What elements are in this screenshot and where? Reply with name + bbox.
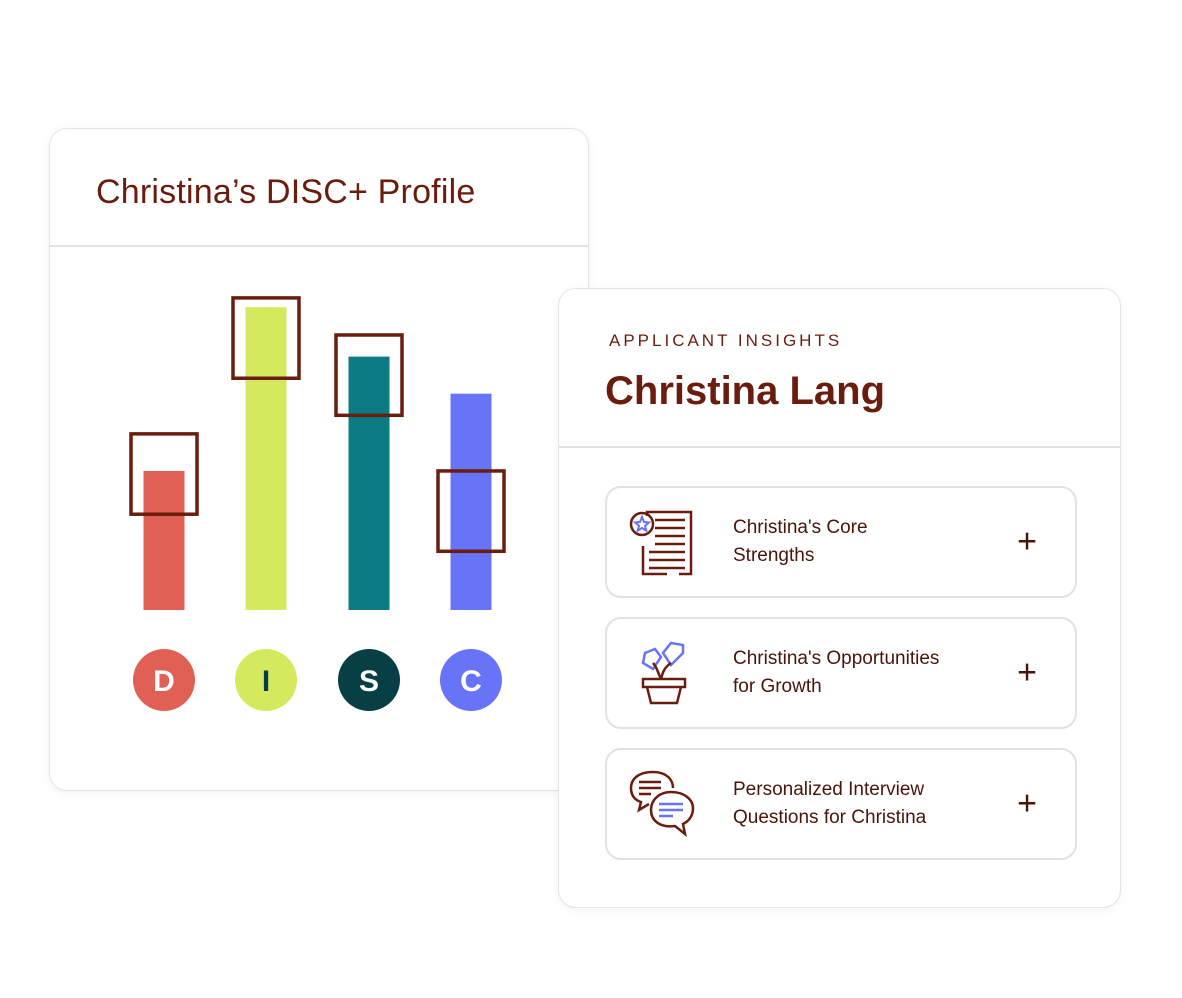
tick-label-S: S — [359, 665, 379, 698]
label-line: Questions for Christina — [733, 807, 927, 828]
label-line: Strengths — [733, 545, 815, 566]
potted-plant-icon — [641, 641, 687, 705]
category-badge-D — [133, 649, 195, 711]
range-marker-C — [436, 469, 506, 554]
category-badge-S — [338, 649, 400, 711]
bar-S — [348, 356, 390, 610]
tick-label-I: I — [262, 665, 270, 698]
document-star-icon — [629, 510, 693, 576]
opportunities-growth-label: Christina's Opportunities for Growth — [733, 645, 1003, 701]
expand-plus-icon[interactable]: + — [1017, 784, 1037, 823]
chat-bubbles-icon — [629, 770, 695, 838]
range-marker-D — [129, 432, 199, 516]
bar-C — [450, 393, 492, 610]
bar-D — [143, 470, 185, 610]
label-line: Christina's Opportunities — [733, 648, 940, 669]
tick-label-C: C — [460, 665, 482, 698]
disc-profile-title: Christina’s DISC+ Profile — [96, 173, 476, 211]
applicant-name: Christina Lang — [605, 369, 886, 413]
category-badge-I — [235, 649, 297, 711]
disc-profile-card: Christina’s DISC+ Profile D I S C — [49, 128, 589, 791]
label-line: Christina's Core — [733, 517, 868, 538]
disc-card-header: Christina’s DISC+ Profile — [50, 129, 588, 247]
bar-I — [245, 307, 287, 610]
tick-label-D: D — [153, 665, 175, 698]
applicant-insights-card: APPLICANT INSIGHTS Christina Lang Christ… — [558, 288, 1121, 908]
category-badge-C — [440, 649, 502, 711]
expand-plus-icon[interactable]: + — [1017, 653, 1037, 692]
insights-eyebrow: APPLICANT INSIGHTS — [609, 331, 843, 350]
expand-plus-icon[interactable]: + — [1017, 522, 1037, 561]
range-marker-S — [334, 333, 404, 418]
insights-header: APPLICANT INSIGHTS Christina Lang — [559, 289, 1120, 448]
label-line: Personalized Interview — [733, 779, 925, 800]
label-line: for Growth — [733, 676, 822, 697]
opportunities-growth-item[interactable]: Christina's Opportunities for Growth + — [605, 617, 1077, 729]
range-marker-I — [231, 296, 301, 380]
